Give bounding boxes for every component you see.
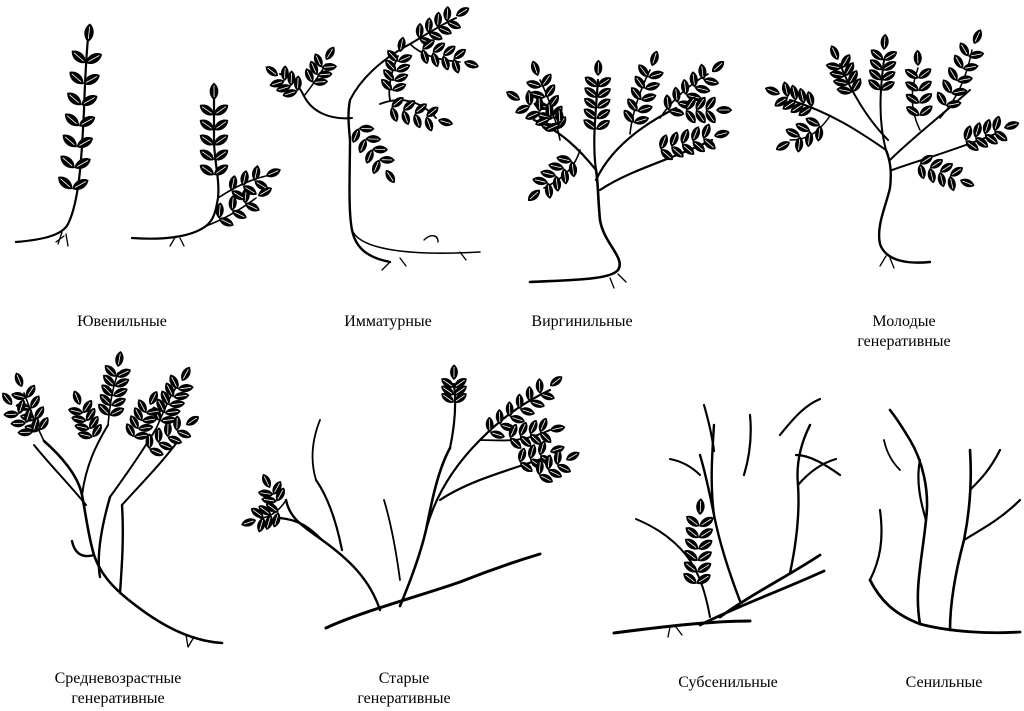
caption-old-generative: Старые генеративные xyxy=(334,669,474,709)
caption-juvenile: Ювенильные xyxy=(52,312,192,332)
caption-mature-generative-line-1: Средневозрастные xyxy=(38,669,198,689)
caption-subsenile: Субсенильные xyxy=(658,673,798,693)
caption-virginile-line-1: Виргинильные xyxy=(512,312,652,332)
subsenile-plant-drawing xyxy=(600,395,870,655)
caption-mature-generative-line-2: генеративные xyxy=(38,689,198,709)
caption-young-generative: Молодые генеративные xyxy=(834,312,974,352)
stage-young-generative xyxy=(760,20,1024,280)
stage-virginile xyxy=(500,30,740,300)
caption-mature-generative: Средневозрастные генеративные xyxy=(38,669,198,709)
juvenile-plants-drawing xyxy=(0,0,300,290)
caption-young-generative-line-2: генеративные xyxy=(834,332,974,352)
stage-immature xyxy=(260,0,490,290)
stage-mature-generative xyxy=(0,345,240,655)
stage-subsenile xyxy=(600,395,870,655)
caption-senile-line-1: Сенильные xyxy=(874,673,1014,693)
senile-plant-drawing xyxy=(860,400,1024,650)
stage-old-generative xyxy=(250,360,590,650)
caption-immature-line-1: Имматурные xyxy=(318,312,458,332)
caption-juvenile-line-1: Ювенильные xyxy=(52,312,192,332)
caption-immature: Имматурные xyxy=(318,312,458,332)
stage-senile xyxy=(860,400,1024,650)
caption-young-generative-line-1: Молодые xyxy=(834,312,974,332)
caption-old-generative-line-1: Старые xyxy=(334,669,474,689)
caption-virginile: Виргинильные xyxy=(512,312,652,332)
caption-old-generative-line-2: генеративные xyxy=(334,689,474,709)
virginile-plant-drawing xyxy=(500,30,740,300)
young-generative-plant-drawing xyxy=(760,20,1024,280)
stage-juvenile xyxy=(0,0,300,290)
caption-senile: Сенильные xyxy=(874,673,1014,693)
immature-plant-drawing xyxy=(260,0,490,290)
mature-generative-plant-drawing xyxy=(0,345,240,655)
caption-subsenile-line-1: Субсенильные xyxy=(658,673,798,693)
old-generative-plant-drawing xyxy=(250,360,590,650)
